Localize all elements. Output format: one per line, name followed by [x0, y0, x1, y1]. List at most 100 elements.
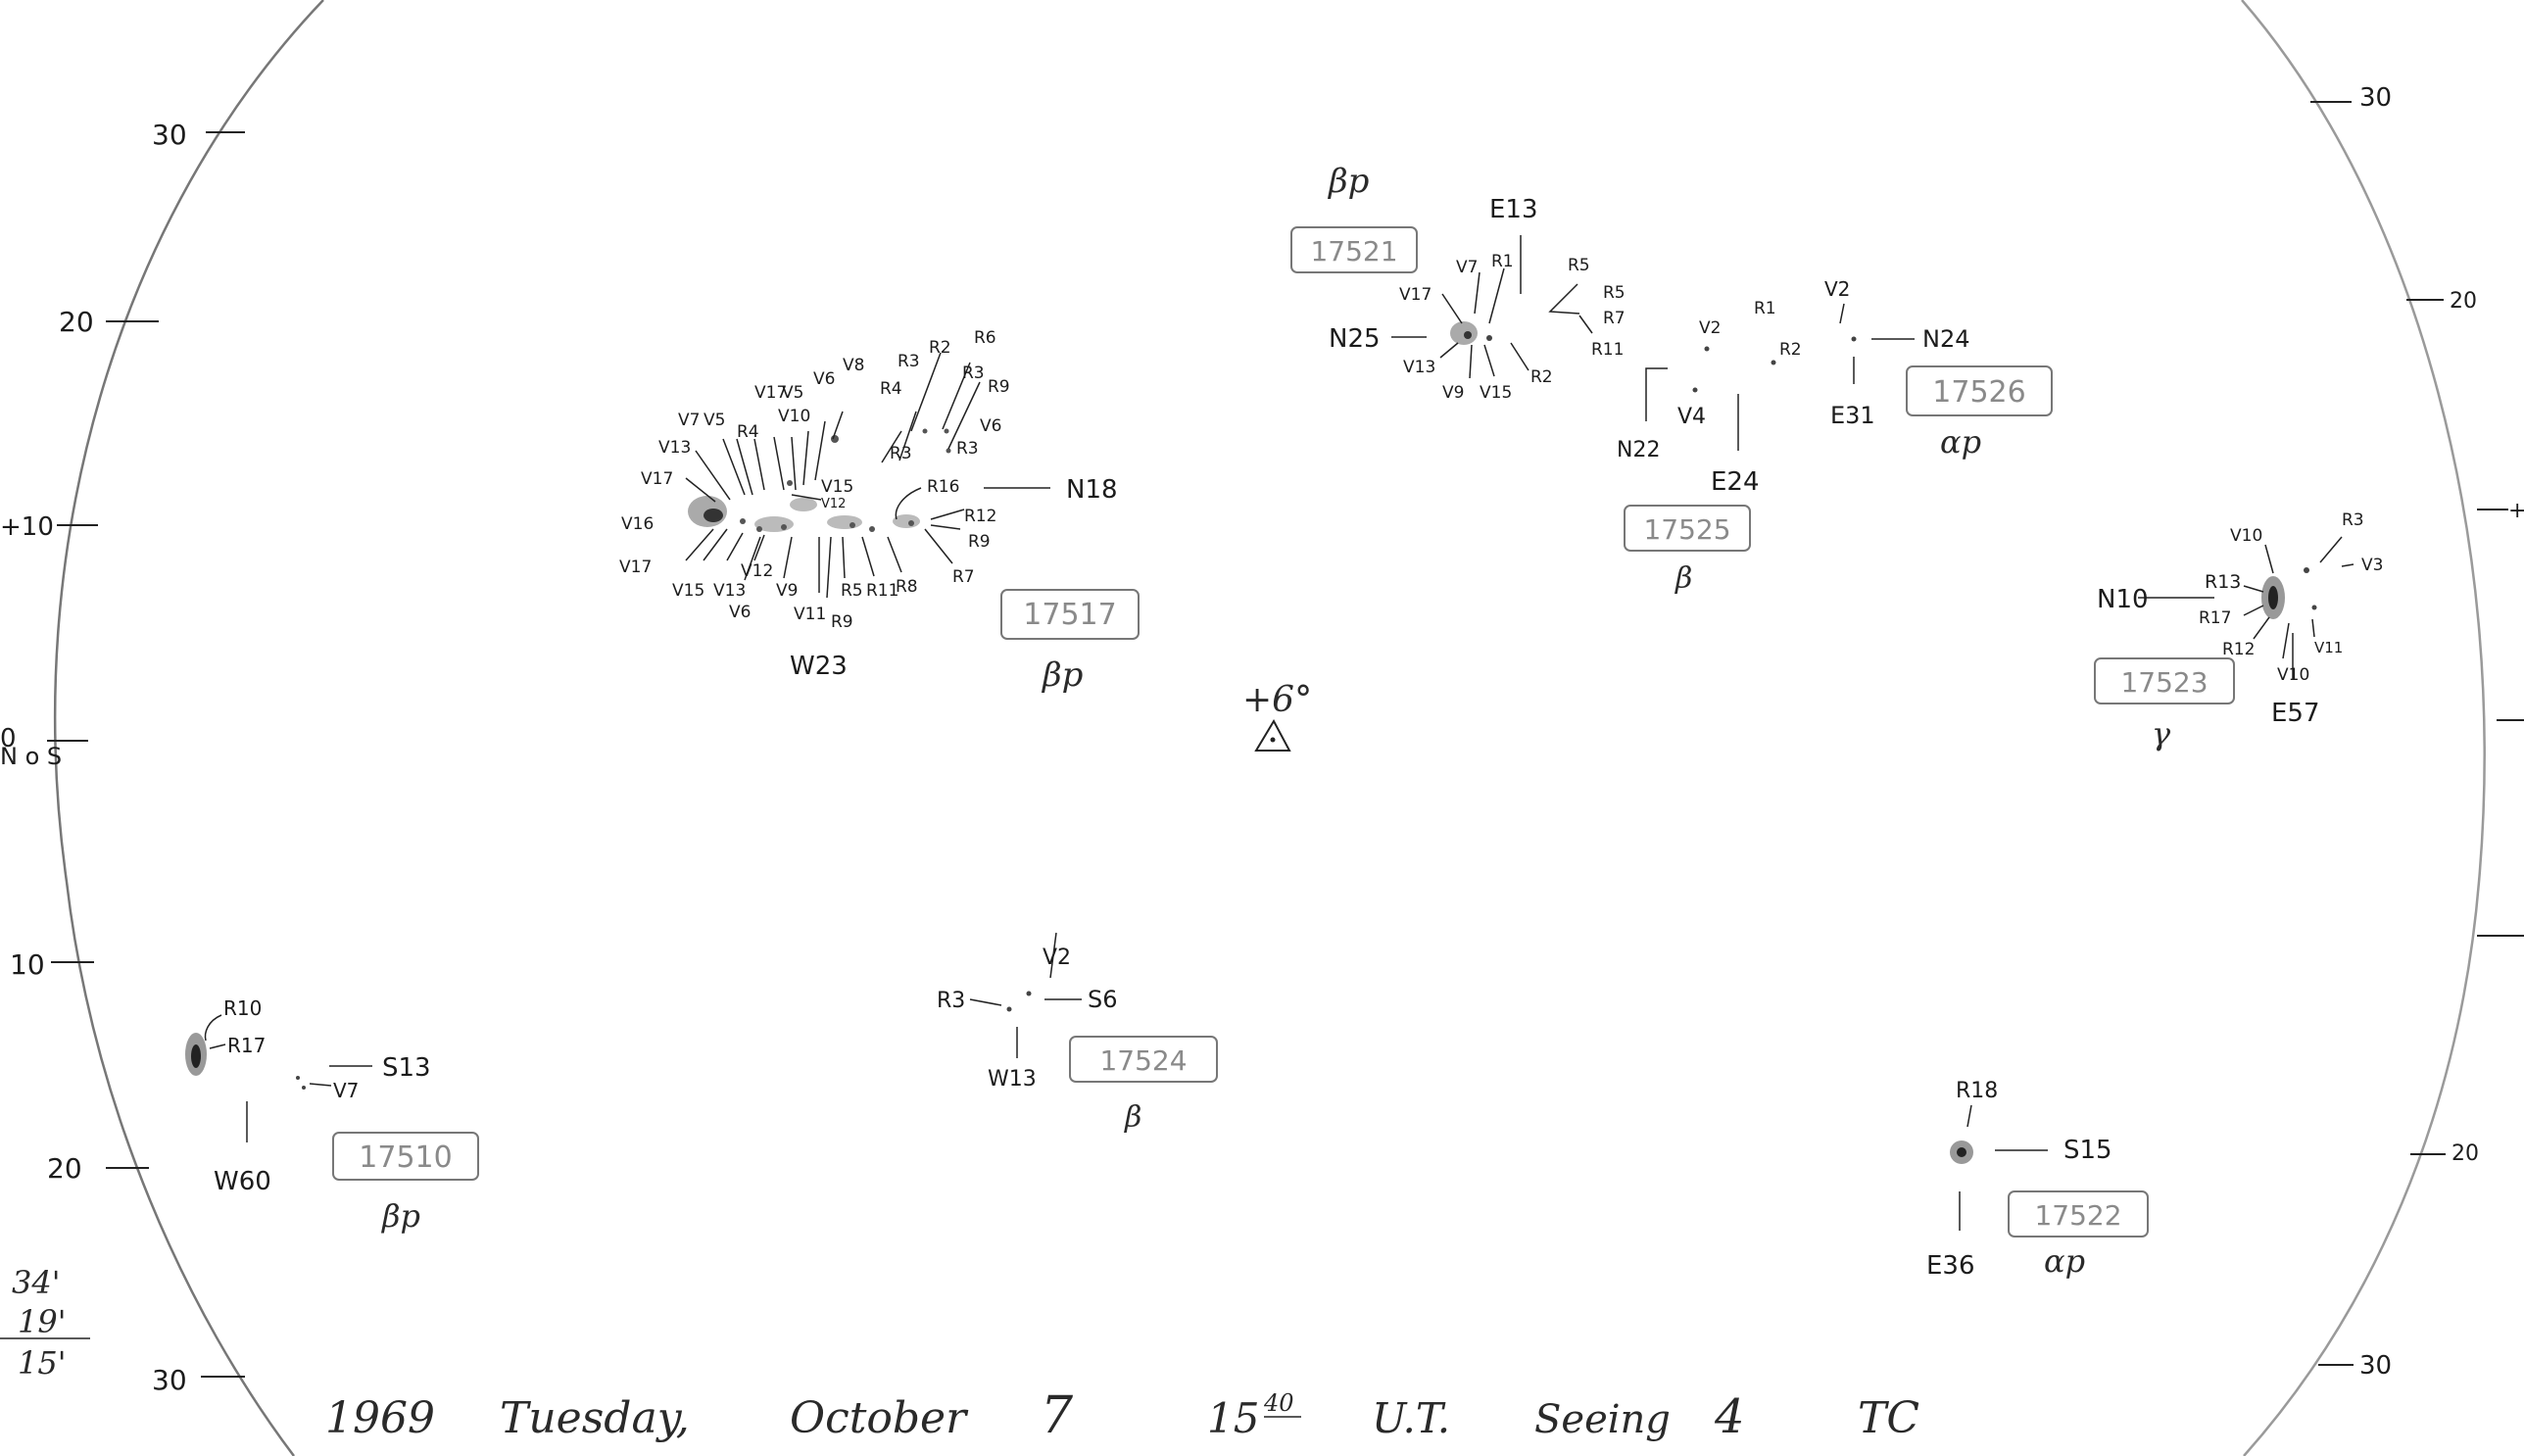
spot: [849, 522, 855, 528]
spot-label: R5: [1603, 283, 1626, 303]
spot-label: R13: [2205, 571, 2241, 593]
spot-label: R12: [2222, 640, 2255, 659]
region-ns-coord: N25: [1329, 324, 1381, 354]
spot-label: R5: [1568, 256, 1590, 275]
region-ew-coord: E36: [1926, 1251, 1975, 1281]
spot-label: R11: [1591, 340, 1624, 360]
footer-time-minutes: 40: [1263, 1389, 1294, 1417]
spot: [1692, 387, 1698, 393]
spot-label: R3: [956, 439, 979, 459]
spot-label: V17: [619, 558, 652, 577]
region-ns-coord: S6: [1088, 986, 1118, 1013]
spot: [869, 526, 875, 532]
bracket-icon: [1548, 283, 1580, 315]
spot-label: R4: [880, 379, 902, 399]
spot-label: R2: [1779, 340, 1802, 360]
region-17522: R18 S15 E36 17522 αp: [1926, 1079, 2149, 1281]
spot-label: V7: [1456, 258, 1478, 277]
region-17517: N18 W23 17517 βp V7 V5 V13 R4 V17 V5 V10…: [619, 328, 1140, 695]
spot-label: R10: [223, 996, 262, 1020]
region-number: 17524: [1099, 1044, 1187, 1077]
footer: 1969 Tuesday, October 7 15 40 U.T. Seein…: [325, 1386, 1919, 1445]
region-number-box: [1069, 1036, 1218, 1083]
lat-label: 30: [152, 119, 187, 151]
spot: [1006, 1006, 1012, 1012]
side-note: 34': [12, 1264, 61, 1301]
spot-label: V17: [1399, 285, 1432, 305]
spot: [831, 435, 839, 443]
umbra: [1464, 331, 1472, 339]
footer-month: October: [790, 1393, 969, 1443]
spot-label: V11: [794, 605, 826, 624]
spot: [1851, 336, 1857, 342]
spot-label: R3: [898, 352, 920, 371]
spot-label: V15: [672, 581, 704, 601]
spot-label: V10: [2230, 526, 2262, 546]
spot-label: V13: [658, 438, 691, 458]
spot-label: V6: [813, 369, 835, 389]
spot-label: V15: [1480, 383, 1512, 403]
spot: [756, 526, 762, 532]
region-number: 17523: [2120, 666, 2208, 699]
dot: [1270, 737, 1276, 743]
spot-label: R18: [1956, 1079, 1998, 1103]
penumbra: [1450, 321, 1478, 345]
spot-labels: V7 V5 V13 R4 V17 V5 V10 V6 V8 R4 R3 R2 R…: [619, 328, 1010, 632]
lat-label: 30: [152, 1364, 187, 1396]
footer-day: 7: [1041, 1386, 1074, 1445]
region-17523: N10 V10 R3 V3 R13 R17 R12 V10 V11 E57 17…: [2094, 510, 2383, 752]
spot: [1486, 335, 1492, 341]
spot-label: R3: [962, 364, 985, 383]
spot-label: R3: [890, 444, 912, 463]
region-number: 17517: [1023, 598, 1116, 632]
spot-label: R9: [988, 377, 1010, 397]
spot: [2304, 567, 2309, 573]
spot-label: R2: [1530, 367, 1553, 387]
region-ew-coord: W23: [790, 652, 848, 681]
umbra: [1957, 1147, 1966, 1157]
lat-label: +10: [0, 512, 54, 542]
region-ew-coord: E13: [1489, 195, 1538, 224]
spot: [781, 524, 787, 530]
spot-labels: V10 R3 V3 R13 R17 R12 V10 V11: [2199, 510, 2383, 685]
spot-labels: V2 R1 R2 V4: [1677, 299, 1802, 429]
region-number: 17525: [1643, 513, 1730, 546]
spot-label: R1: [1491, 252, 1514, 271]
right-latitude-scale: 30 20 + 20 30: [2310, 83, 2524, 1381]
spot-label: V2: [1824, 277, 1850, 301]
spot-label: R7: [1603, 309, 1626, 328]
solar-limb-right: [2241, 0, 2486, 1456]
spot: [1771, 360, 1776, 365]
spot-label: R3: [937, 989, 965, 1013]
spot-label: V10: [2277, 665, 2309, 685]
region-number: 17510: [359, 1141, 452, 1175]
spot: [908, 520, 914, 526]
spot-label: V12: [741, 561, 773, 581]
lat-label: 20: [2451, 1141, 2479, 1166]
region-class: αp: [1940, 423, 1981, 461]
equator-label: N o S: [0, 743, 62, 770]
footer-observer: TC: [1858, 1393, 1919, 1443]
spot: [1026, 991, 1032, 996]
spot-label: V6: [729, 603, 751, 622]
spot-label: V9: [776, 581, 798, 601]
spot-label: R6: [974, 328, 996, 348]
lat-label: 30: [2359, 83, 2392, 113]
spot-label: V8: [843, 356, 864, 375]
region-number-box: [1290, 226, 1418, 273]
spot-label: V7: [678, 411, 700, 430]
region-17524: V2 R3 S6 W13 17524 β: [937, 932, 1218, 1135]
region-ew-coord: W60: [214, 1167, 271, 1196]
footer-ut: U.T.: [1372, 1394, 1450, 1442]
spot-group: [688, 428, 951, 532]
spot: [922, 428, 928, 434]
spot-label: V15: [821, 477, 853, 497]
spot-labels: V7 R1 R5 V17 R5 R7 R11 V13 V9 V15 R2: [1399, 252, 1626, 403]
region-number-box: [2094, 657, 2235, 704]
spot-label: V3: [2361, 556, 2383, 575]
region-ew-coord: E57: [2271, 699, 2320, 728]
solar-limb-left: [53, 0, 324, 1456]
spot-label: V2: [1043, 946, 1071, 970]
spot-label: R9: [831, 612, 853, 632]
spot-label: V17: [754, 383, 787, 403]
